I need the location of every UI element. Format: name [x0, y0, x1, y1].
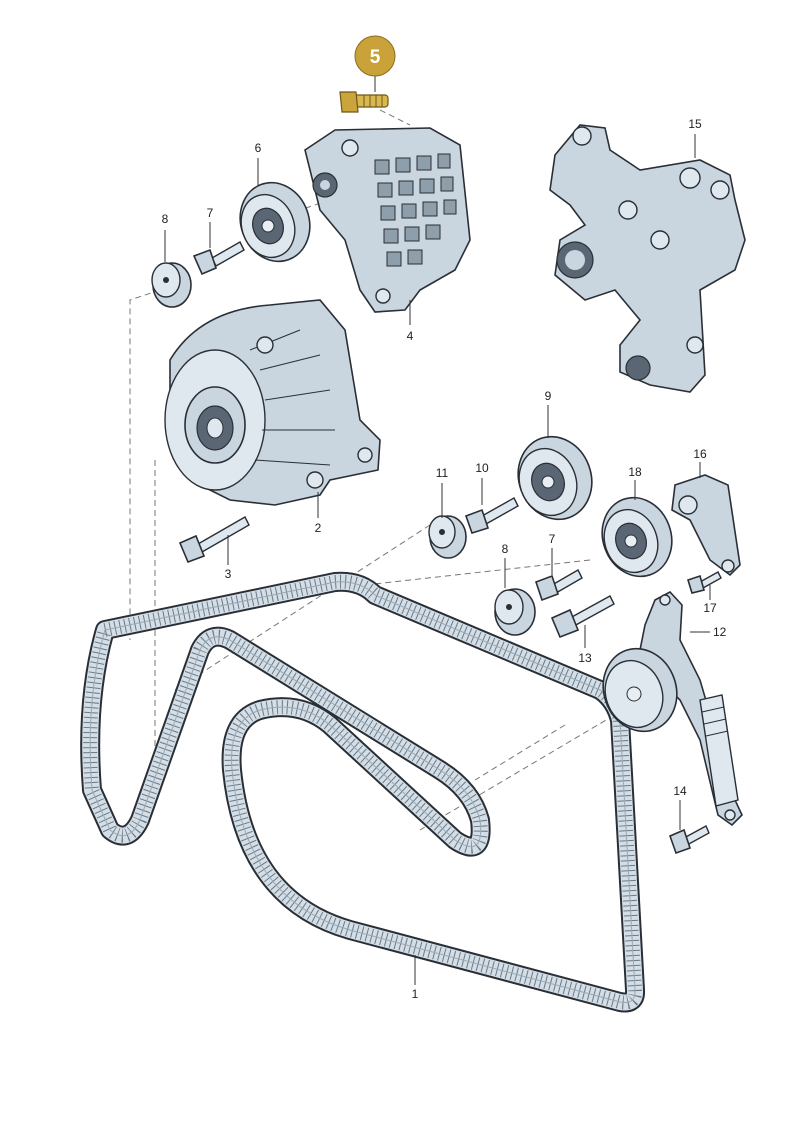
- leader-lines: [164, 134, 711, 985]
- callout-10: 10: [475, 461, 489, 475]
- bolt-7-lower: [534, 569, 583, 602]
- callout-9: 9: [545, 389, 552, 403]
- belt-tensioner-12: [602, 591, 743, 827]
- idler-pulley-9: [517, 435, 593, 521]
- callout-13: 13: [578, 651, 592, 665]
- bolt-3: [178, 516, 250, 564]
- bracket-16: [671, 474, 741, 577]
- callout-2: 2: [315, 521, 322, 535]
- bolt-17: [687, 571, 722, 594]
- callout-7-upper: 7: [207, 206, 214, 220]
- callout-6: 6: [255, 141, 262, 155]
- callout-7-lower: 7: [549, 532, 556, 546]
- callout-8-lower: 8: [502, 542, 509, 556]
- callout-15: 15: [688, 117, 702, 131]
- callout-12: 12: [713, 625, 727, 639]
- callout-8-upper: 8: [162, 212, 169, 226]
- callout-labels: 6 7 8 4 15 9 10 11 18 16 2 3 7 8 17 12 1…: [162, 117, 727, 1001]
- callout-4: 4: [407, 329, 414, 343]
- bolt-10: [464, 497, 519, 534]
- callout-14: 14: [673, 784, 687, 798]
- callout-1: 1: [412, 987, 419, 1001]
- callout-18: 18: [628, 465, 642, 479]
- mounting-bracket-4: [304, 127, 471, 313]
- ribbed-belt-1: [80, 571, 646, 1013]
- cap-8-lower: [494, 588, 536, 636]
- bolt-7-upper: [192, 241, 245, 276]
- callout-3: 3: [225, 567, 232, 581]
- bolt-5-highlighted: [339, 91, 389, 113]
- callout-16: 16: [693, 447, 707, 461]
- engine-bracket-15: [549, 124, 746, 393]
- highlight-badge-label: 5: [370, 47, 381, 68]
- bolt-14: [668, 825, 710, 855]
- cap-8-upper: [151, 262, 192, 308]
- idler-pulley-18: [601, 496, 673, 578]
- callout-17: 17: [703, 601, 717, 615]
- highlight-badge-5: 5: [354, 35, 396, 92]
- callout-11: 11: [436, 466, 449, 480]
- alternator-2: [164, 299, 381, 506]
- idler-pulley-6: [239, 181, 311, 263]
- cap-11: [428, 515, 467, 559]
- bolt-13: [550, 595, 615, 639]
